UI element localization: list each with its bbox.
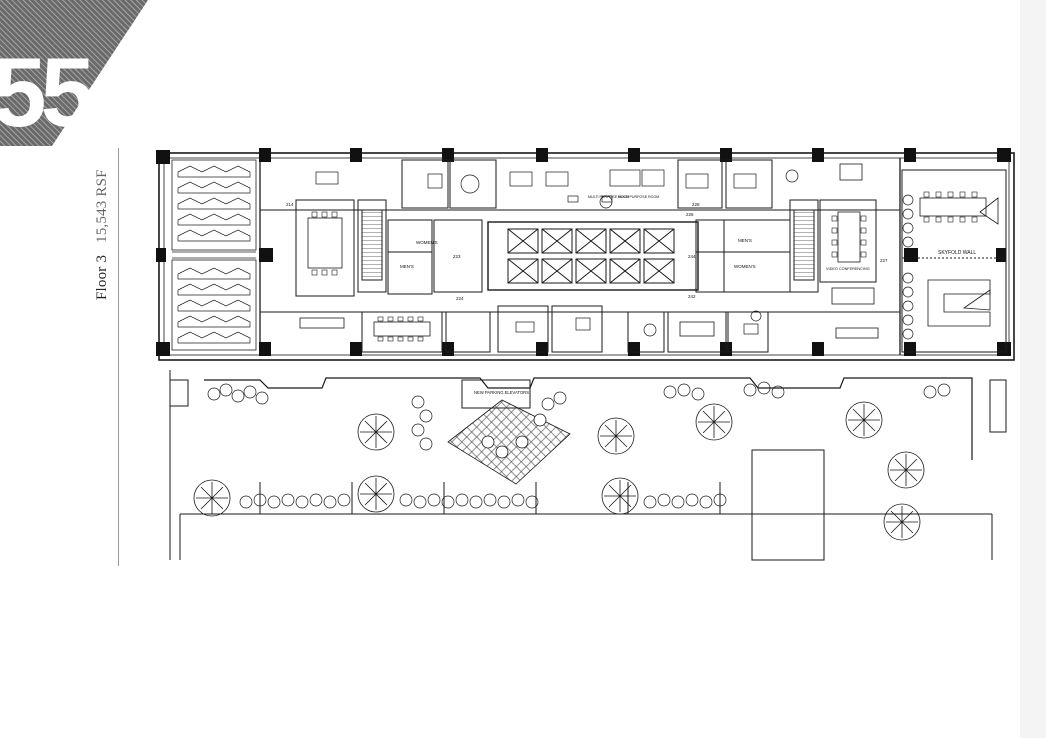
elevator-bank xyxy=(507,228,675,284)
chairs xyxy=(311,191,978,342)
room-214-label: 214 xyxy=(286,202,294,207)
room-228-label: 228 xyxy=(692,202,700,207)
floor-name: Floor 3 xyxy=(94,254,110,300)
logo-number: 55 xyxy=(0,37,93,147)
room-224-label: 224 xyxy=(456,296,464,301)
womens-right-label: WOMEN'S xyxy=(734,264,756,269)
page-edge xyxy=(1020,0,1046,738)
room-244-label: 244 xyxy=(688,254,696,259)
room-226-label: 226 xyxy=(686,212,694,217)
skyfold-label: SKYFOLD WALL xyxy=(938,250,976,256)
room-223-label: 223 xyxy=(453,254,461,259)
structural-columns xyxy=(156,148,1011,356)
side-rule xyxy=(118,148,119,566)
floor-plan: 214 223 224 226 227 228 242 244 MEN'S WO… xyxy=(156,148,1015,561)
room-227-label: 227 xyxy=(880,258,888,263)
workstation-cluster-bottom xyxy=(177,267,251,344)
mens-right-label: MEN'S xyxy=(738,238,752,243)
logo-band xyxy=(0,0,148,146)
right-wing-plants xyxy=(902,194,914,340)
video-conf-label: VIDEO CONFERENCING xyxy=(826,267,870,271)
trees xyxy=(193,401,925,541)
womens-left-label: WOMEN'S xyxy=(416,240,438,245)
bottom-room-furniture xyxy=(515,310,762,337)
left-workstations xyxy=(171,159,257,351)
room-242-label: 242 xyxy=(688,294,696,299)
terrace xyxy=(169,370,1007,561)
patio-grid xyxy=(447,399,571,485)
floor-label: Floor 3 15,543 RSF xyxy=(94,169,111,300)
room-labels: 214 223 224 226 227 228 242 244 MEN'S WO… xyxy=(286,195,976,301)
mens-left-label: MEN'S xyxy=(400,264,414,269)
shrubs xyxy=(207,381,951,509)
parking-elevators-label: NEW PARKING ELEVATORS xyxy=(474,390,529,395)
top-room-furniture xyxy=(315,169,799,209)
building-outline xyxy=(158,152,1015,361)
workstation-cluster-top xyxy=(177,165,251,242)
multi-purpose-2-label: MULTI PURPOSE ROOM xyxy=(618,195,659,199)
multi-purpose-1-label: MULTI PURPOSE ROOM xyxy=(588,195,629,199)
floor-area: 15,543 RSF xyxy=(94,169,110,243)
interior-walls xyxy=(295,159,1007,353)
conference-tables xyxy=(299,163,999,339)
building-logo: 55 xyxy=(0,0,148,147)
patio-tables xyxy=(481,413,547,459)
